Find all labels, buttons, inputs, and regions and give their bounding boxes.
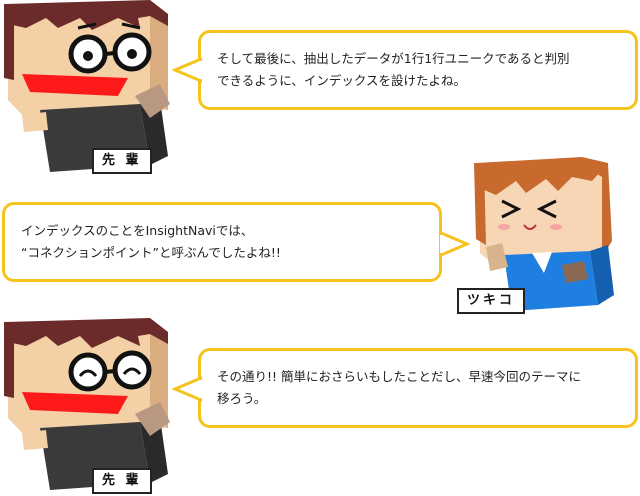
tsukiko-character-icon xyxy=(474,157,614,311)
dialogue-row-1: 先 輩 そして最後に、抽出したデータが1行1行ユニークであると判別 できるように… xyxy=(0,0,640,175)
speech-text: その通り!! 簡単におさらいもしたことだし、早速今回のテーマに 移ろう。 xyxy=(217,369,581,406)
bubble-tail xyxy=(172,56,202,84)
dialogue-row-2: インデックスのことをInsightNaviでは、 “コネクションポイント”と呼ぶ… xyxy=(0,155,640,320)
speech-bubble: インデックスのことをInsightNaviでは、 “コネクションポイント”と呼ぶ… xyxy=(2,202,442,282)
senpai-character-icon xyxy=(4,318,170,490)
speech-bubble: その通り!! 簡単におさらいもしたことだし、早速今回のテーマに 移ろう。 xyxy=(198,348,638,428)
bubble-tail xyxy=(440,230,470,258)
speaker-label: ツキコ xyxy=(457,288,526,314)
speech-text: そして最後に、抽出したデータが1行1行ユニークであると判別 できるように、インデ… xyxy=(217,51,570,88)
speaker-label: 先 輩 xyxy=(92,148,152,174)
dialogue-row-3: 先 輩 その通り!! 簡単におさらいもしたことだし、早速今回のテーマに 移ろう。 xyxy=(0,318,640,496)
bubble-tail xyxy=(172,375,202,403)
speaker-label: 先 輩 xyxy=(92,468,152,494)
speech-bubble: そして最後に、抽出したデータが1行1行ユニークであると判別 できるように、インデ… xyxy=(198,30,638,110)
speech-text: インデックスのことをInsightNaviでは、 “コネクションポイント”と呼ぶ… xyxy=(21,223,281,260)
